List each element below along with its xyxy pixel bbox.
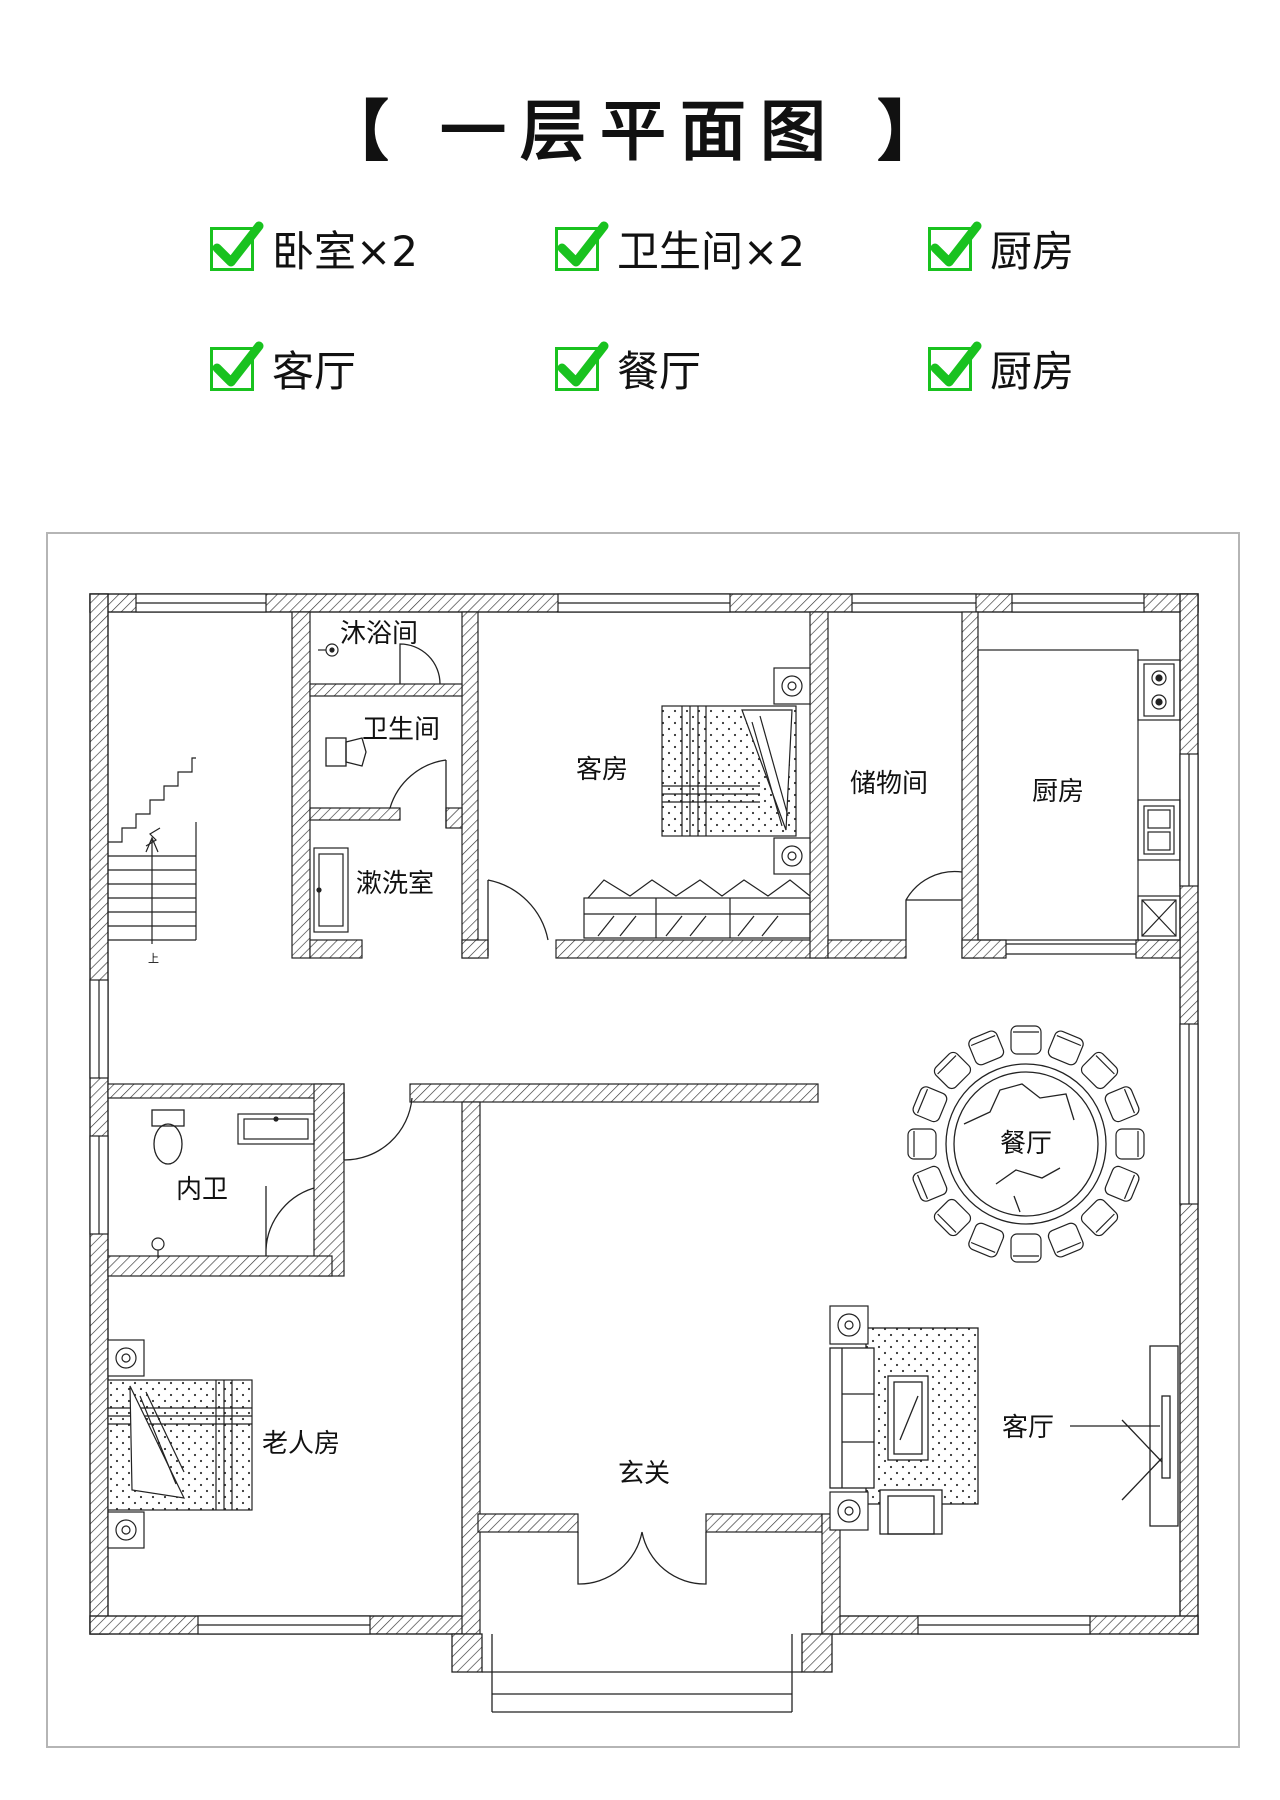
feature-label: 餐厅	[617, 347, 702, 396]
dining-chairs	[907, 1025, 1145, 1263]
dining-chair-back	[1095, 1055, 1115, 1075]
sink-icon	[313, 847, 349, 933]
stair-label: 上	[148, 952, 159, 965]
tv-cabinet-icon	[1121, 1345, 1179, 1527]
room-label-storage: 储物间	[850, 769, 928, 799]
room-label-guest-room: 客房	[576, 755, 628, 785]
dining-chair-back	[1056, 1034, 1082, 1047]
feature-item: 厨房	[928, 218, 1074, 279]
feature-label: 厨房	[990, 347, 1075, 396]
room-label-living: 客厅	[1002, 1413, 1054, 1443]
room-label-inner-bath: 内卫	[176, 1175, 228, 1205]
fridge-icon	[1141, 899, 1177, 937]
feature-label: 卧室×2	[272, 227, 418, 276]
windows	[89, 593, 1199, 1635]
feature-label: 卫生间×2	[617, 227, 805, 276]
kitchen-counter	[977, 649, 1181, 941]
room-label-foyer: 玄关	[618, 1459, 670, 1489]
feature-item: 餐厅	[555, 338, 701, 399]
dining-chair-back	[1095, 1213, 1115, 1233]
inner-toilet-icon	[151, 1109, 185, 1165]
room-label-elder-room: 老人房	[262, 1429, 340, 1459]
check-icon	[210, 341, 264, 391]
dining-chair	[933, 1198, 972, 1237]
dining-chair-back	[1056, 1241, 1082, 1254]
dining-chair	[1010, 1233, 1042, 1263]
dining-chair	[1010, 1025, 1042, 1055]
stove-icon	[1143, 663, 1175, 717]
stair-icon	[108, 757, 197, 944]
interior-walls	[107, 611, 1181, 1635]
dining-chair	[1047, 1222, 1084, 1258]
sofa-set-icon	[829, 1327, 979, 1535]
check-icon	[210, 221, 264, 271]
dining-chair	[1080, 1051, 1119, 1090]
floor-drain-icon	[151, 1237, 165, 1258]
feature-item: 卧室×2	[210, 218, 418, 279]
elder-bed-icon	[107, 1339, 253, 1549]
dining-chair-back	[970, 1034, 996, 1047]
check-icon	[555, 341, 609, 391]
dining-chair-back	[937, 1213, 957, 1233]
dining-chair	[912, 1165, 948, 1202]
dining-chair-back	[916, 1088, 929, 1114]
feature-item: 卫生间×2	[555, 218, 805, 279]
dining-chair	[1047, 1030, 1084, 1066]
feature-label: 客厅	[272, 347, 357, 396]
kitchen-sink-icon	[1143, 805, 1175, 855]
wardrobe-icon	[583, 879, 811, 939]
dining-chair	[1104, 1165, 1140, 1202]
side-table-icons	[829, 1305, 869, 1531]
feature-item: 客厅	[210, 338, 356, 399]
dining-chair	[968, 1030, 1005, 1066]
room-label-washroom: 漱洗室	[356, 869, 434, 899]
floor-plan-frame	[46, 532, 1240, 1748]
room-label-kitchen: 厨房	[1032, 777, 1084, 807]
toilet-icon	[325, 737, 367, 767]
dining-chair	[1104, 1086, 1140, 1123]
dining-chair	[1115, 1128, 1145, 1160]
dining-chair-back	[937, 1055, 957, 1075]
dining-chair	[912, 1086, 948, 1123]
check-icon	[928, 221, 982, 271]
dining-chair-back	[916, 1174, 929, 1200]
dining-chair	[933, 1051, 972, 1090]
guest-bed-icon	[661, 667, 811, 875]
kitchen-slider	[1006, 943, 1136, 955]
room-label-shower: 沐浴间	[340, 619, 418, 649]
inner-sink-icon	[237, 1113, 315, 1145]
page-title: 【 一层平面图 】	[323, 93, 957, 170]
feature-label: 厨房	[990, 227, 1075, 276]
check-icon	[555, 221, 609, 271]
dining-chair	[907, 1128, 937, 1160]
doors	[265, 643, 963, 1585]
dining-table-icon	[945, 1063, 1107, 1225]
room-label-toilet: 卫生间	[362, 715, 440, 745]
dining-chair-back	[970, 1241, 996, 1254]
feature-item: 厨房	[928, 338, 1074, 399]
dining-chair	[968, 1222, 1005, 1258]
dining-chair-back	[1123, 1174, 1136, 1200]
shower-head-icon	[318, 643, 339, 657]
room-label-dining: 餐厅	[1000, 1129, 1052, 1159]
dining-chair-back	[1123, 1088, 1136, 1114]
entry-steps	[451, 1633, 833, 1713]
check-icon	[928, 341, 982, 391]
dining-chair	[1080, 1198, 1119, 1237]
